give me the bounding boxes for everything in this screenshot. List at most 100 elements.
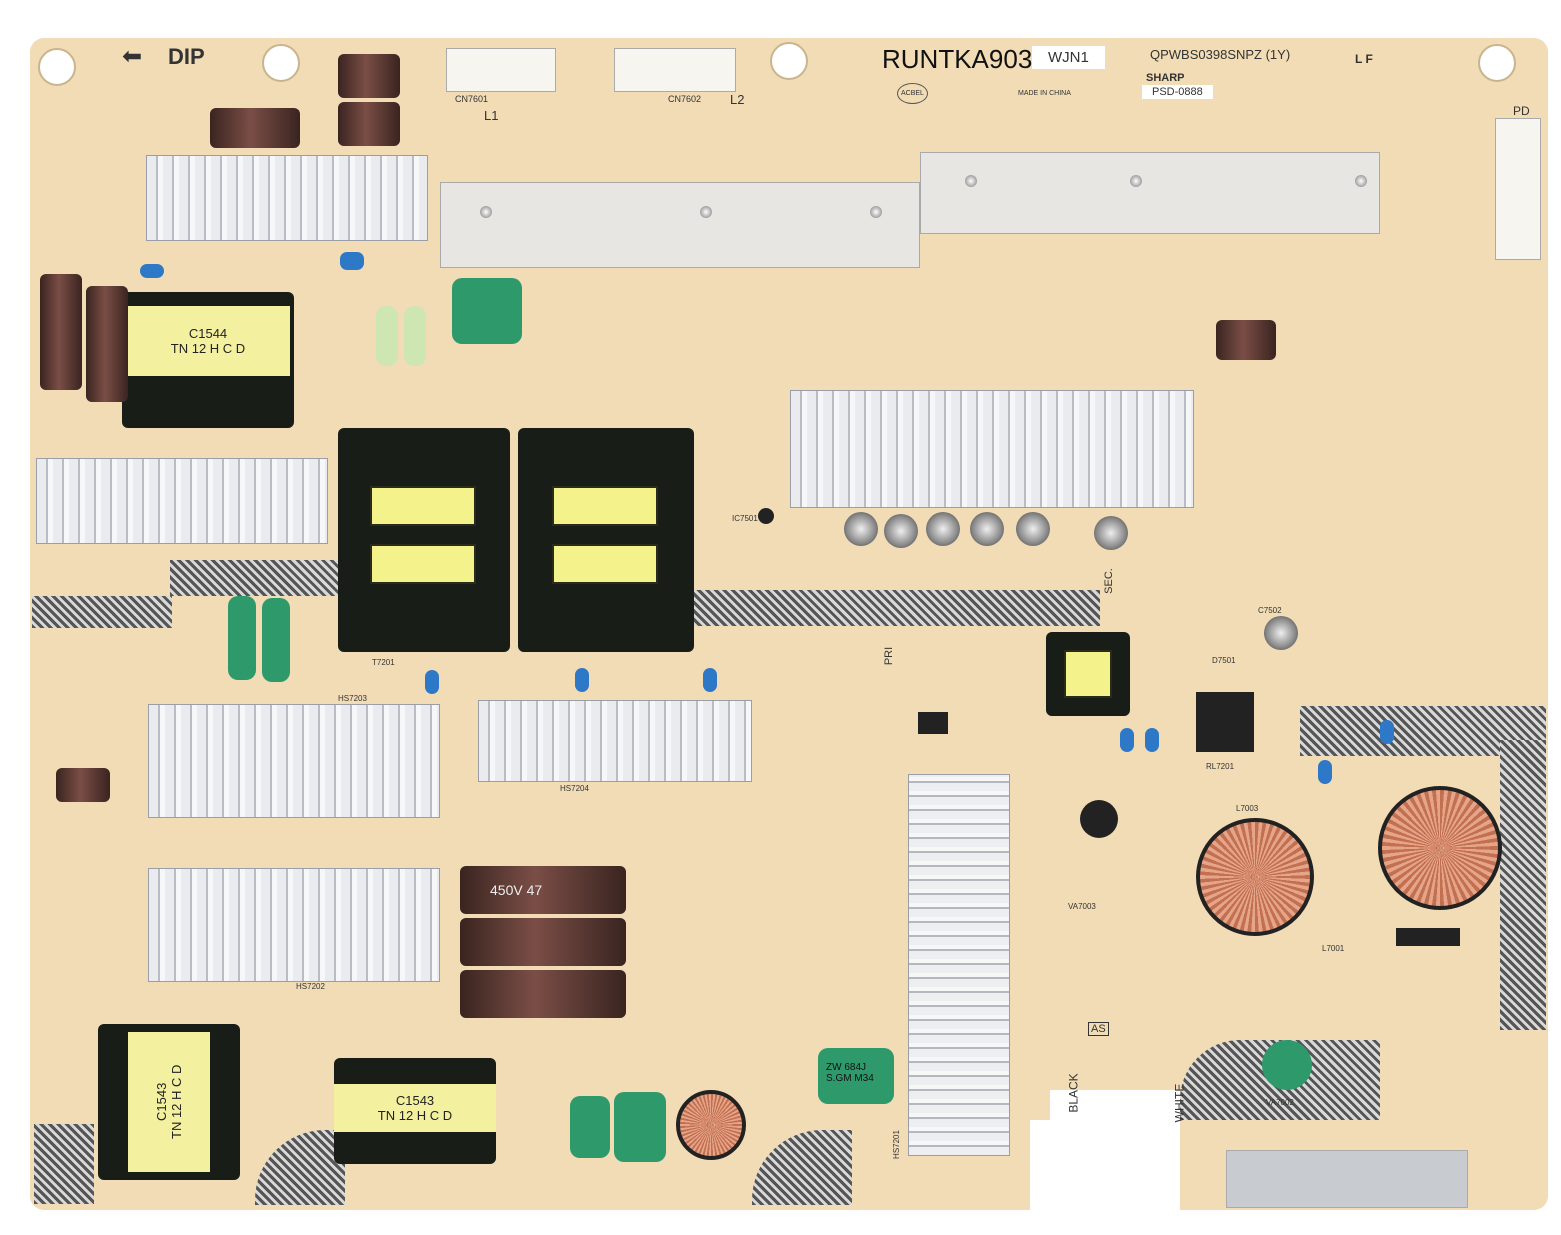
ref-label-rl7201: RL7201 bbox=[1206, 762, 1235, 771]
ref-label-t7201: T7201 bbox=[372, 658, 395, 667]
transformer-code: TN 12 H C D bbox=[170, 341, 246, 356]
ref-label-hs7204: HS7204 bbox=[560, 784, 589, 793]
ac-inlet-bracket bbox=[1226, 1150, 1468, 1208]
capacitor bbox=[1016, 512, 1050, 546]
mounting-hole bbox=[1478, 44, 1516, 82]
heatsink-hs7202 bbox=[148, 868, 440, 982]
screw bbox=[965, 175, 977, 187]
screw bbox=[1130, 175, 1142, 187]
board-cutout bbox=[1030, 1120, 1180, 1210]
electrolytic-capacitor bbox=[338, 102, 400, 146]
capacitor-c7502 bbox=[1264, 616, 1298, 650]
ref-label-hs7202: HS7202 bbox=[296, 982, 325, 991]
ceramic-capacitor bbox=[425, 670, 439, 694]
sticker-label: WJN1 bbox=[1032, 46, 1105, 69]
electrolytic-capacitor bbox=[460, 918, 626, 966]
capacitor bbox=[970, 512, 1004, 546]
mounting-hole bbox=[38, 48, 76, 86]
secondary-label: SEC. bbox=[1102, 568, 1115, 594]
transformer-label: C1544 TN 12 H C D bbox=[126, 306, 290, 376]
film-capacitor bbox=[262, 598, 290, 682]
ref-label-ic7501: IC7501 bbox=[732, 514, 758, 523]
toroid-inductor-l7003 bbox=[1196, 818, 1314, 936]
ceramic-capacitor bbox=[575, 668, 589, 692]
primary-label: PRI bbox=[883, 646, 896, 666]
as-label: AS bbox=[1088, 1022, 1109, 1036]
ic-chip-ic7501 bbox=[758, 508, 774, 524]
transformer-winding bbox=[552, 544, 658, 584]
maker-mark: ACBEL bbox=[897, 83, 928, 104]
hatched-zone bbox=[34, 1124, 94, 1204]
film-capacitor bbox=[404, 306, 426, 366]
transformer-t7201 bbox=[338, 428, 510, 652]
heatsink-plate bbox=[920, 152, 1380, 234]
transformer-winding bbox=[370, 486, 476, 526]
connector-cn7601 bbox=[446, 48, 556, 92]
transformer-winding bbox=[370, 544, 476, 584]
capacitor-marking: 450V 47 bbox=[490, 882, 543, 898]
transformer-winding bbox=[1064, 650, 1112, 698]
heatsink-plate bbox=[440, 182, 920, 268]
hatched-zone bbox=[690, 590, 1100, 626]
origin-label: MADE IN CHINA bbox=[1018, 90, 1071, 97]
film-capacitor bbox=[452, 278, 522, 344]
film-capacitor bbox=[376, 306, 398, 366]
ic-chip-ic7102 bbox=[918, 712, 948, 734]
white-wire-label: WHITE bbox=[1172, 1083, 1187, 1123]
relay-rl7201 bbox=[1196, 692, 1254, 752]
hatched-zone bbox=[170, 560, 340, 596]
film-capacitor bbox=[614, 1092, 666, 1162]
electrolytic-capacitor bbox=[86, 286, 128, 402]
electrolytic-capacitor bbox=[338, 54, 400, 98]
mounting-hole bbox=[770, 42, 808, 80]
transformer-ref: C1543 bbox=[395, 1093, 435, 1108]
mounting-hole bbox=[262, 44, 300, 82]
heatsink bbox=[146, 155, 428, 241]
ref-label-hs7203: HS7203 bbox=[338, 694, 367, 703]
component bbox=[1396, 928, 1460, 946]
transformer-ref: C1544 bbox=[188, 326, 228, 341]
black-wire-label: BLACK bbox=[1066, 1073, 1081, 1113]
ref-label-l7001: L7001 bbox=[1322, 944, 1345, 953]
ref-label-c7502: C7502 bbox=[1258, 606, 1282, 615]
part-number: RUNTKA903 bbox=[882, 44, 1033, 74]
ref-label-l7003: L7003 bbox=[1236, 804, 1259, 813]
ceramic-capacitor bbox=[140, 264, 164, 278]
heatsink-hs7204 bbox=[478, 700, 752, 782]
pcb-code: QPWBS0398SNPZ (1Y) bbox=[1150, 47, 1291, 62]
model-sticker: PSD-0888 bbox=[1142, 85, 1213, 99]
film-capacitor bbox=[570, 1096, 610, 1158]
transformer-winding bbox=[552, 486, 658, 526]
connector-label-l2: L2 bbox=[730, 92, 745, 107]
connector-label-cn7602: CN7602 bbox=[668, 94, 702, 104]
capacitor bbox=[884, 514, 918, 548]
electrolytic-capacitor bbox=[460, 970, 626, 1018]
screw bbox=[480, 206, 492, 218]
transformer bbox=[518, 428, 694, 652]
varistor-va7002 bbox=[1262, 1040, 1312, 1090]
ceramic-capacitor bbox=[340, 252, 364, 270]
lf-mark: L F bbox=[1355, 52, 1373, 66]
electrolytic-capacitor bbox=[1216, 320, 1276, 360]
heatsink-hs7201 bbox=[908, 774, 1010, 1156]
transformer-code: TN 12 H C D bbox=[377, 1108, 453, 1123]
hatched-zone bbox=[1500, 740, 1546, 1030]
connector-pd bbox=[1495, 118, 1541, 260]
capacitor bbox=[844, 512, 878, 546]
connector-label-pd: PD bbox=[1513, 104, 1530, 118]
toroid-inductor bbox=[1378, 786, 1502, 910]
ceramic-capacitor bbox=[703, 668, 717, 692]
film-capacitor-c7201 bbox=[818, 1048, 894, 1104]
transformer-code: TN 12 H C D bbox=[169, 1064, 184, 1140]
heatsink bbox=[36, 458, 328, 544]
electrolytic-capacitor bbox=[56, 768, 110, 802]
ceramic-capacitor bbox=[1318, 760, 1332, 784]
ceramic-capacitor bbox=[1380, 720, 1394, 744]
connector-cn7602 bbox=[614, 48, 736, 92]
connector-label-cn7601: CN7601 bbox=[455, 94, 489, 104]
transformer-ref: C1543 bbox=[154, 1082, 169, 1122]
transformer-label: C1543 TN 12 H C D bbox=[128, 1032, 210, 1172]
heatsink-hs7203 bbox=[148, 704, 440, 818]
electrolytic-capacitor bbox=[40, 274, 82, 390]
